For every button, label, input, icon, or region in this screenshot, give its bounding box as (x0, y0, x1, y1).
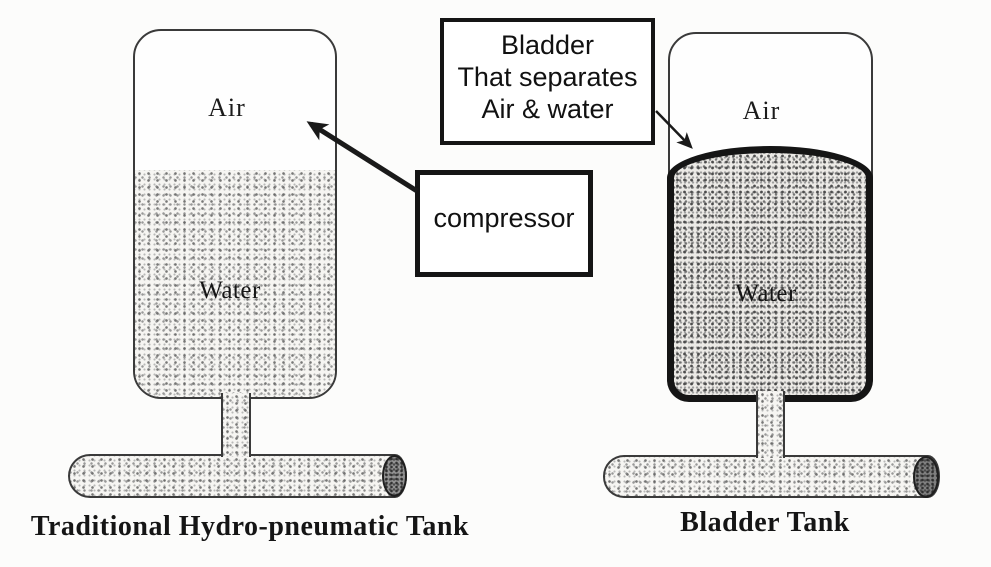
traditional-tank-water-label: Water (199, 277, 261, 304)
bladder-pipe-end-cap (913, 456, 939, 498)
traditional-tank-body: Air Water (133, 29, 337, 399)
bladder-tank-water-label: Water (735, 280, 797, 307)
traditional-tank-water-volume: Water (135, 170, 335, 397)
bladder-supply-pipe (603, 455, 940, 498)
compressor-callout-label: compressor (433, 203, 575, 233)
compressor-callout-box: compressor (415, 170, 593, 277)
traditional-supply-pipe (68, 454, 407, 498)
bladder-tank-outlet-pipe (756, 391, 785, 458)
traditional-tank-outlet-pipe (221, 393, 251, 457)
bladder-callout-box: Bladder That separates Air & water (440, 18, 655, 145)
bladder-callout-line-3: Air & water (481, 94, 614, 124)
traditional-tank-caption: Traditional Hydro-pneumatic Tank (30, 511, 470, 542)
traditional-tank-air-label: Air (208, 93, 246, 122)
bladder-membrane: Water (667, 146, 873, 402)
traditional-pipe-end-cap (382, 455, 407, 497)
bladder-tank-caption: Bladder Tank (680, 507, 850, 538)
bladder-tank-air-label: Air (742, 96, 781, 125)
bladder-callout-line-1: Bladder (500, 30, 595, 60)
bladder-callout-line-2: That separates (457, 62, 638, 92)
